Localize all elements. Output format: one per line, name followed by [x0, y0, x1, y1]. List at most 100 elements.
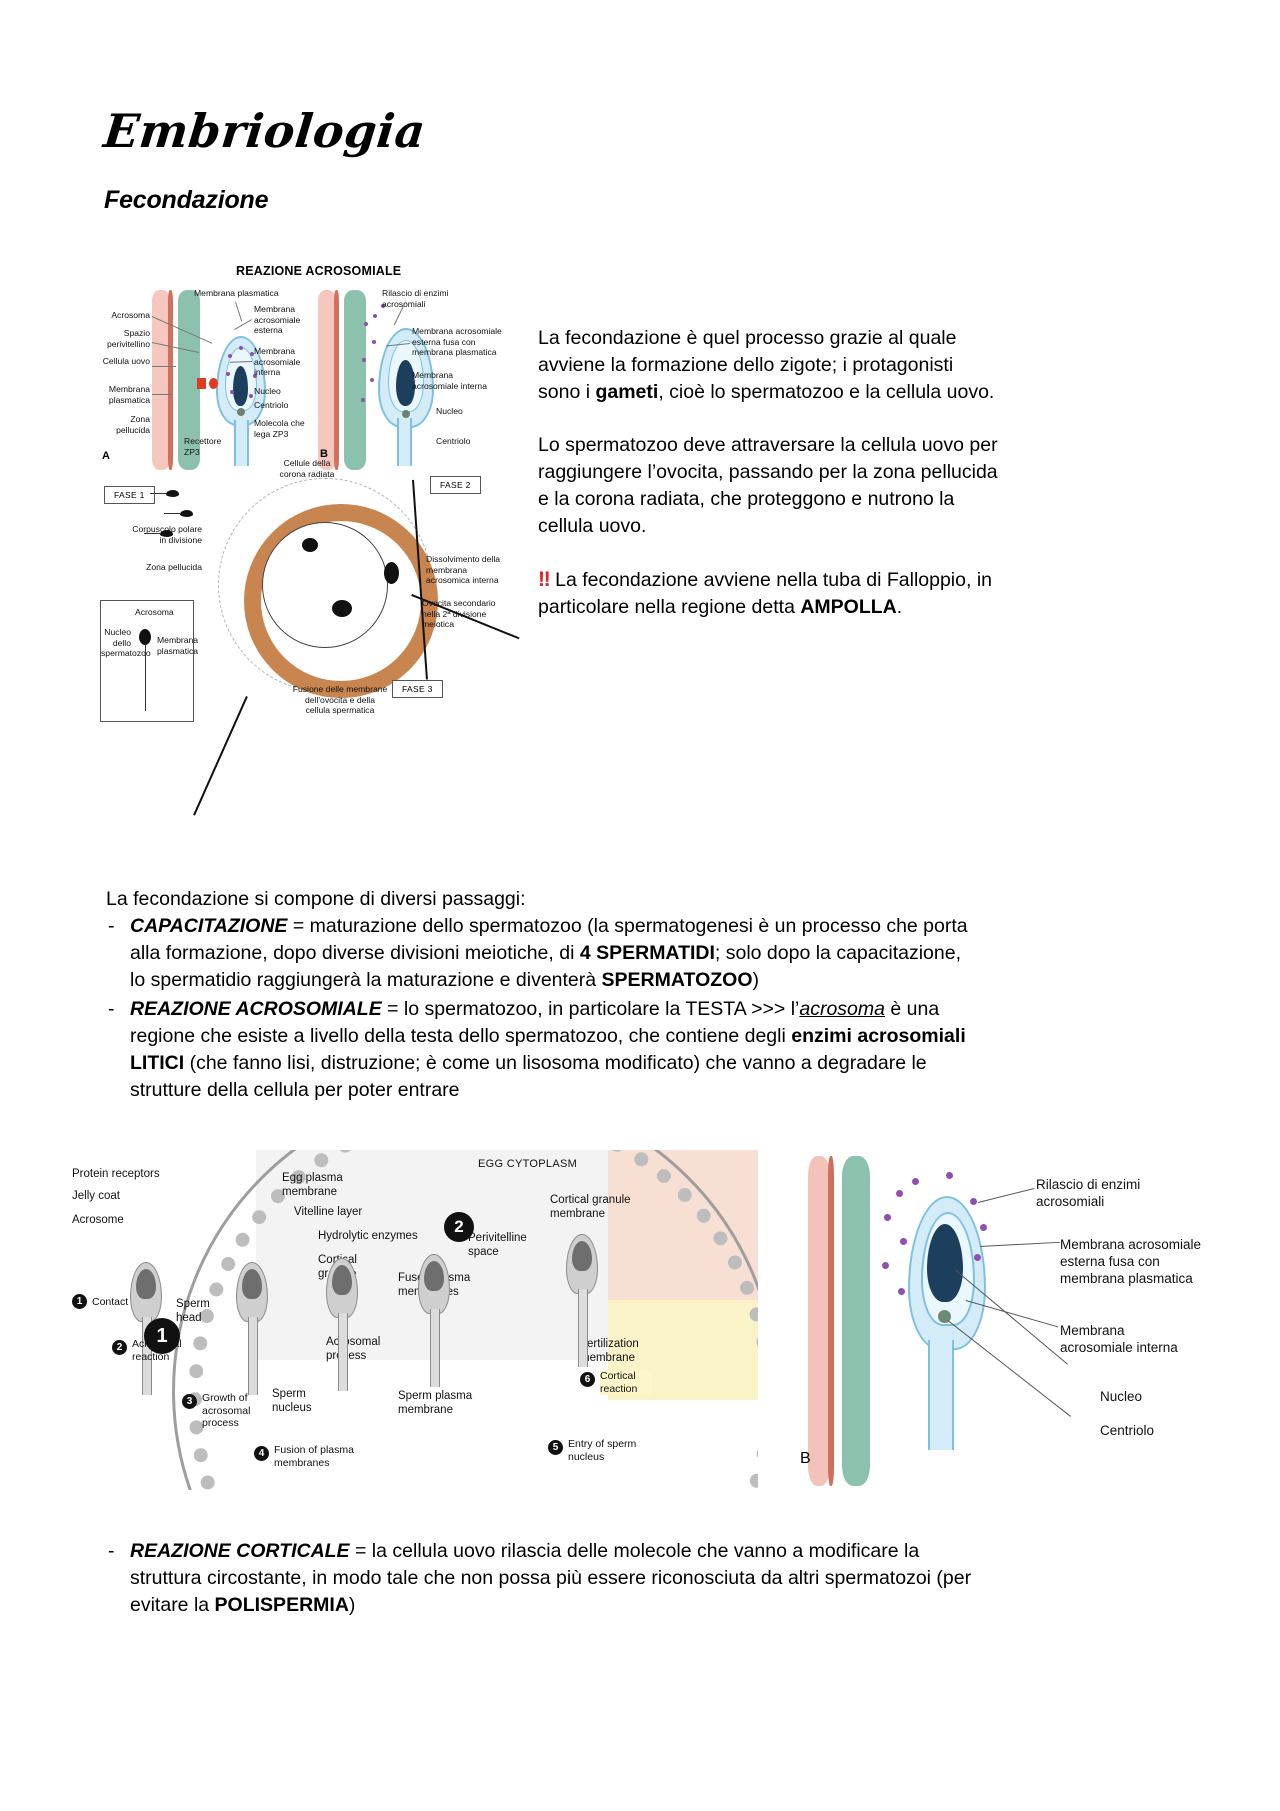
figure2-panel-b-letter: B — [800, 1450, 811, 1467]
figure1-title: REAZIONE ACROSOMIALE — [236, 264, 402, 278]
figure2-step-label-fusion: Fusion of plasma membranes — [274, 1444, 354, 1469]
figure1-label-membrana-plasmatica-left: Membrana plasmatica — [108, 384, 150, 405]
panel-b-centriole — [938, 1310, 951, 1323]
figure2-panel-b: Rilascio di enzimi acrosomiali Membrana … — [780, 1150, 1220, 1490]
figure1-label-membrana-plasmatica-center: Membrana plasmatica — [194, 288, 279, 298]
figure2-label-cortical-granule-membrane: Cortical granule membrane — [550, 1194, 631, 1220]
figure1-label-recettore-zp3: Recettore ZP3 — [184, 436, 222, 457]
page-title: Embriologia — [101, 104, 429, 158]
figure2-step-marker-4: 4 — [254, 1446, 269, 1461]
figure1-label-acrosoma: Acrosoma — [111, 310, 150, 320]
figure2-step-label-entry: Entry of sperm nucleus — [568, 1438, 637, 1463]
figure1-panel-b-letter: B — [320, 448, 328, 460]
sperm-stage-3 — [326, 1258, 358, 1391]
figure1-label-cellula-uovo: Cellula uovo — [102, 356, 150, 366]
figure2-panel-a: EGG CYTOPLASM Protein receptors Jelly co… — [68, 1150, 758, 1490]
oocyte-cytoplasm — [262, 522, 388, 648]
fase-2-box: FASE 2 — [430, 476, 481, 494]
figure2-step-marker-1: 1 — [72, 1294, 87, 1309]
figure2-label-sperm-nucleus: Sperm nucleus — [272, 1388, 312, 1414]
figure-fasi-fecondazione: FASE 1 FASE 2 FASE 3 Cellule della coron… — [96, 452, 520, 816]
bullet-dash-icon: - — [108, 1540, 115, 1562]
figure2-label-hydrolytic-enzymes: Hydrolytic enzymes — [318, 1230, 418, 1242]
figure1-label-centriolo-b: Centriolo — [436, 436, 471, 446]
panel-b-label-membrana-fusa: Membrana acrosomiale esterna fusa con me… — [1060, 1237, 1202, 1286]
steps-list-bottom: - REAZIONE CORTICALE = la cellula uovo r… — [106, 1538, 986, 1621]
figure1-label-membrana-acrosomiale-esterna: Membrana acrosomiale esterna — [254, 304, 301, 335]
figure1-label-spazio-perivitellino: Spazio perivitellino — [107, 328, 150, 349]
figure2-label-egg-cytoplasm: EGG CYTOPLASM — [478, 1158, 578, 1170]
bullet-dash-icon: - — [108, 915, 115, 937]
polar-body-1 — [302, 538, 318, 552]
figure1-label-membrana-acrosomiale-interna: Membrana acrosomiale interna — [254, 346, 301, 377]
panel-b-label-rilascio-enzimi: Rilascio di enzimi acrosomiali — [1036, 1177, 1141, 1209]
figure1-label-membrana-fusa: Membrana acrosomiale esterna fusa con me… — [412, 326, 502, 357]
figure1-label-molecola-zp3: Molecola che lega ZP3 — [254, 418, 305, 439]
paragraph-percorso: Lo spermatozoo deve attraversare la cell… — [538, 434, 998, 537]
zp3-binding-molecule-a — [209, 378, 218, 389]
figure2-label-perivitelline-space: Perivitelline space — [468, 1232, 527, 1258]
figure2-label-egg-plasma-membrane: Egg plasma membrane — [282, 1172, 343, 1198]
sperm-tail-a — [234, 420, 249, 466]
figure1-label-membrana-interna-b: Membrana acrosomiale interna — [412, 370, 487, 391]
panel-b-label-membrana-interna: Membrana acrosomiale interna — [1060, 1323, 1178, 1355]
figure-reazione-acrosomiale: REAZIONE ACROSOMIALE — [96, 258, 516, 728]
steps-list: - CAPACITAZIONE = maturazione dello sper… — [106, 913, 976, 1106]
polar-body-2 — [332, 600, 352, 617]
sperm-approaching-3 — [144, 530, 173, 537]
figure2-big-marker-2: 2 — [444, 1212, 474, 1242]
panel-b-tail — [928, 1340, 954, 1450]
figure2-step-label-contact: Contact — [92, 1296, 129, 1308]
figure1-label-zona-pellucida: Zona pellucida — [116, 414, 150, 435]
figure1-inset-spermatozoo: Acrosoma Nucleo dello spermatozoo Membra… — [100, 600, 199, 722]
sperm-stage-2 — [236, 1262, 268, 1395]
fase-3-box: FASE 3 — [392, 680, 443, 698]
fase-1-box: FASE 1 — [104, 486, 155, 504]
figure2-label-vitelline-layer: Vitelline layer — [294, 1206, 363, 1218]
figure2-step-marker-2: 2 — [112, 1340, 127, 1355]
label-corpuscolo-polare: Corpuscolo polare in divisione — [132, 524, 202, 545]
vitelline-layer — [188, 1150, 758, 1490]
figure2-step-marker-6: 6 — [580, 1372, 595, 1387]
list-item-reazione-corticale: - REAZIONE CORTICALE = la cellula uovo r… — [108, 1540, 972, 1616]
figure1-panel-a-letter: A — [102, 450, 110, 462]
sperm-approaching-1 — [150, 490, 179, 497]
intro-text-column: La fecondazione è quel processo grazie a… — [538, 325, 1000, 621]
paragraph-ampolla: ‼ La fecondazione avviene nella tuba di … — [538, 568, 992, 618]
figure2-label-sperm-plasma-membrane: Sperm plasma membrane — [398, 1390, 473, 1416]
label-fusione-membrane: Fusione delle membrane dell'ovocita e de… — [292, 684, 388, 715]
panel-b-label-centriolo: Centriolo — [1100, 1423, 1155, 1438]
steps-lead-line: La fecondazione si compone di diversi pa… — [106, 888, 526, 910]
paragraph-definizione: La fecondazione è quel processo grazie a… — [538, 327, 995, 403]
figure1-label-nucleo-b: Nucleo — [436, 406, 463, 416]
inset-label-nucleo: Nucleo dello spermatozoo — [101, 627, 151, 658]
figure1-label-rilascio-enzimi: Rilascio di enzimi acrosomiali — [382, 288, 449, 309]
label-cellule-corona-radiata: Cellule della corona radiata — [279, 458, 335, 479]
figure1-label-nucleo-a: Nucleo — [254, 386, 281, 396]
label-zona-pellucida-lower: Zona pellucida — [146, 562, 202, 572]
inset-label-membrana-plasmatica: Membrana plasmatica — [157, 635, 199, 656]
figure2-label-jelly-coat: Jelly coat — [72, 1190, 120, 1202]
sperm-in-oocyte — [384, 562, 399, 584]
figure2-label-acrosome: Acrosome — [72, 1214, 124, 1226]
zona-pellucida-wall-b — [318, 290, 370, 470]
figure-acrosomal-cortical-reaction: EGG CYTOPLASM Protein receptors Jelly co… — [68, 1150, 1220, 1490]
label-dissolvimento-membrana: Dissolvimento della membrana acrosomica … — [426, 554, 501, 585]
sperm-tail-b — [397, 418, 412, 466]
double-exclamation-icon: ‼ — [538, 568, 551, 591]
figure2-step-marker-3: 3 — [182, 1394, 197, 1409]
panel-b-nucleus — [927, 1224, 963, 1302]
sperm-stage-1 — [130, 1262, 162, 1395]
sperm-approaching-2 — [164, 510, 193, 517]
panel-b-label-nucleo: Nucleo — [1100, 1389, 1143, 1404]
figure2-big-marker-1: 1 — [144, 1318, 180, 1354]
zp3-receptor-a — [197, 378, 206, 389]
figure2-step-marker-5: 5 — [548, 1440, 563, 1455]
list-item-reazione-acrosomiale: - REAZIONE ACROSOMIALE = lo spermatozoo,… — [108, 998, 966, 1101]
sperm-stage-4 — [418, 1254, 450, 1387]
sperm-head-a — [216, 336, 266, 426]
inset-label-acrosoma: Acrosoma — [135, 607, 174, 617]
list-item-capacitazione: - CAPACITAZIONE = maturazione dello sper… — [108, 915, 968, 991]
sperm-stage-5 — [566, 1234, 598, 1367]
